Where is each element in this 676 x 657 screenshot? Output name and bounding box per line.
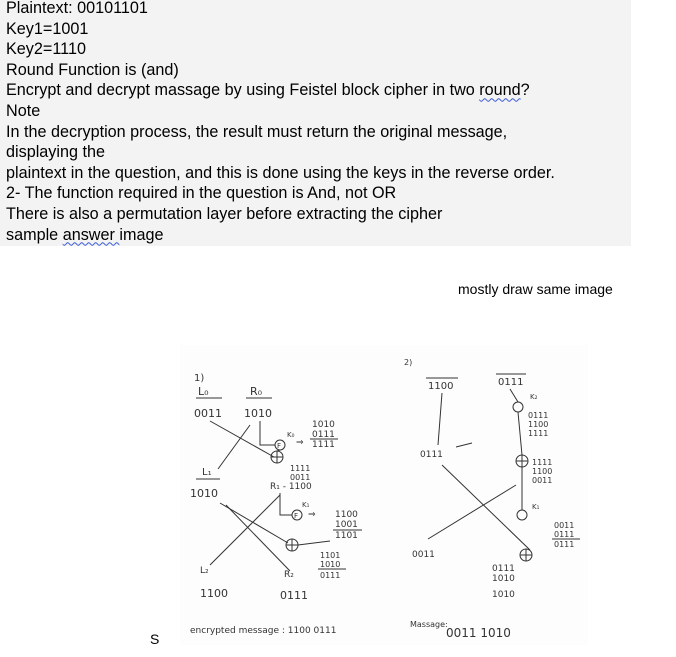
k2-label: K₂: [530, 393, 538, 401]
handwritten-feistel-drawing: 1) L₀ R₀ 0011 1010 F K₀ ⇒ 1010 0111 1111…: [180, 345, 588, 645]
and2-b: 1001: [335, 520, 358, 530]
f-function-icon: [516, 509, 528, 521]
step-number: 2): [404, 358, 412, 367]
xor2-b: 1010: [320, 560, 340, 569]
image-caption: mostly draw same image: [458, 281, 613, 297]
top-right-value: 0111: [498, 377, 523, 388]
note-line-3: plaintext in the question, and this is d…: [6, 163, 555, 182]
and2-result: 1101: [335, 531, 358, 541]
mid-left-value: 0111: [420, 450, 443, 460]
and1-b: 0111: [312, 430, 335, 440]
r0-value: 1010: [244, 407, 272, 420]
xor2-a: 1101: [320, 551, 340, 560]
svg-text:F: F: [277, 442, 281, 450]
round-function-line: Round Function is (and): [6, 60, 179, 79]
xor1-result: 0011: [532, 476, 552, 485]
svg-text:⇒: ⇒: [308, 510, 316, 520]
key2-line: Key2=1110: [6, 40, 86, 59]
l0-value: 0011: [194, 407, 222, 420]
message-label: Massage:: [410, 620, 448, 629]
l2-value: 1100: [200, 587, 228, 600]
r2-value: 0111: [280, 589, 308, 602]
xor1-a: 1111: [532, 458, 552, 467]
xor1-b: 0011: [290, 473, 310, 482]
and1-result: 1111: [312, 440, 335, 450]
xor1-a: 1111: [290, 464, 310, 473]
encryption-diagram: 1) L₀ R₀ 0011 1010 F K₀ ⇒ 1010 0111 1111…: [190, 373, 362, 636]
sample-line: sample answer image: [6, 225, 164, 244]
k1-label: K₁: [302, 501, 310, 509]
r1-label: R₁ - 1100: [270, 482, 312, 492]
plaintext-line: Plaintext: 00101101: [6, 0, 148, 17]
stray-letter: S: [150, 631, 160, 647]
spellcheck-word: round: [479, 81, 521, 100]
note-line-1: In the decryption process, the result mu…: [6, 122, 508, 141]
decryption-diagram: 2) 1100 0111 K₂ 0111 1100 1111 0111 1111…: [404, 358, 580, 640]
and2-a: 1100: [335, 510, 358, 520]
xor2-result: 0111: [320, 571, 340, 580]
key1-line: Key1=1001: [6, 19, 89, 38]
f-function-icon: [291, 509, 303, 521]
note-line-2: displaying the: [6, 143, 105, 162]
step-number: 1): [194, 373, 204, 384]
and2-b: 0111: [554, 530, 574, 539]
and2-a: 0011: [554, 521, 574, 530]
encrypted-message: encrypted message : 1100 0111: [190, 626, 336, 636]
svg-text:⇒: ⇒: [296, 438, 304, 448]
note-line-4: 2- The function required in the question…: [6, 184, 397, 203]
f-function-icon: [512, 401, 524, 413]
and1-result: 1111: [528, 429, 548, 438]
note-line-5: There is also a permutation layer before…: [6, 205, 443, 223]
r0-label: R₀: [250, 385, 263, 398]
and1-a: 0111: [528, 411, 548, 420]
l0-label: L₀: [198, 385, 209, 398]
l1-value: 1010: [190, 487, 218, 500]
k1-label: K₁: [532, 503, 540, 511]
top-left-value: 1100: [428, 381, 453, 392]
message-value: 0011 1010: [446, 626, 511, 640]
question-block: [0, 0, 631, 246]
and2-result: 0111: [554, 540, 574, 549]
l2-label: L₂: [200, 566, 209, 576]
xor2-a: 0111: [492, 564, 515, 574]
note-title: Note: [6, 102, 41, 120]
k0-label: K₀: [287, 431, 295, 439]
spellcheck-word: answer: [62, 225, 120, 244]
bottom-left-value: 0011: [412, 550, 435, 560]
task-line: Encrypt and decrypt massage by using Fei…: [6, 81, 530, 100]
xor1-b: 1100: [532, 467, 552, 476]
and1-a: 1010: [312, 420, 335, 430]
xor2-b: 1010: [492, 574, 515, 584]
svg-text:F: F: [294, 512, 298, 520]
r2-label: R₂: [284, 570, 294, 580]
l1-label: L₁: [202, 467, 212, 478]
xor2-result: 1010: [492, 590, 515, 600]
and1-b: 1100: [528, 420, 548, 429]
